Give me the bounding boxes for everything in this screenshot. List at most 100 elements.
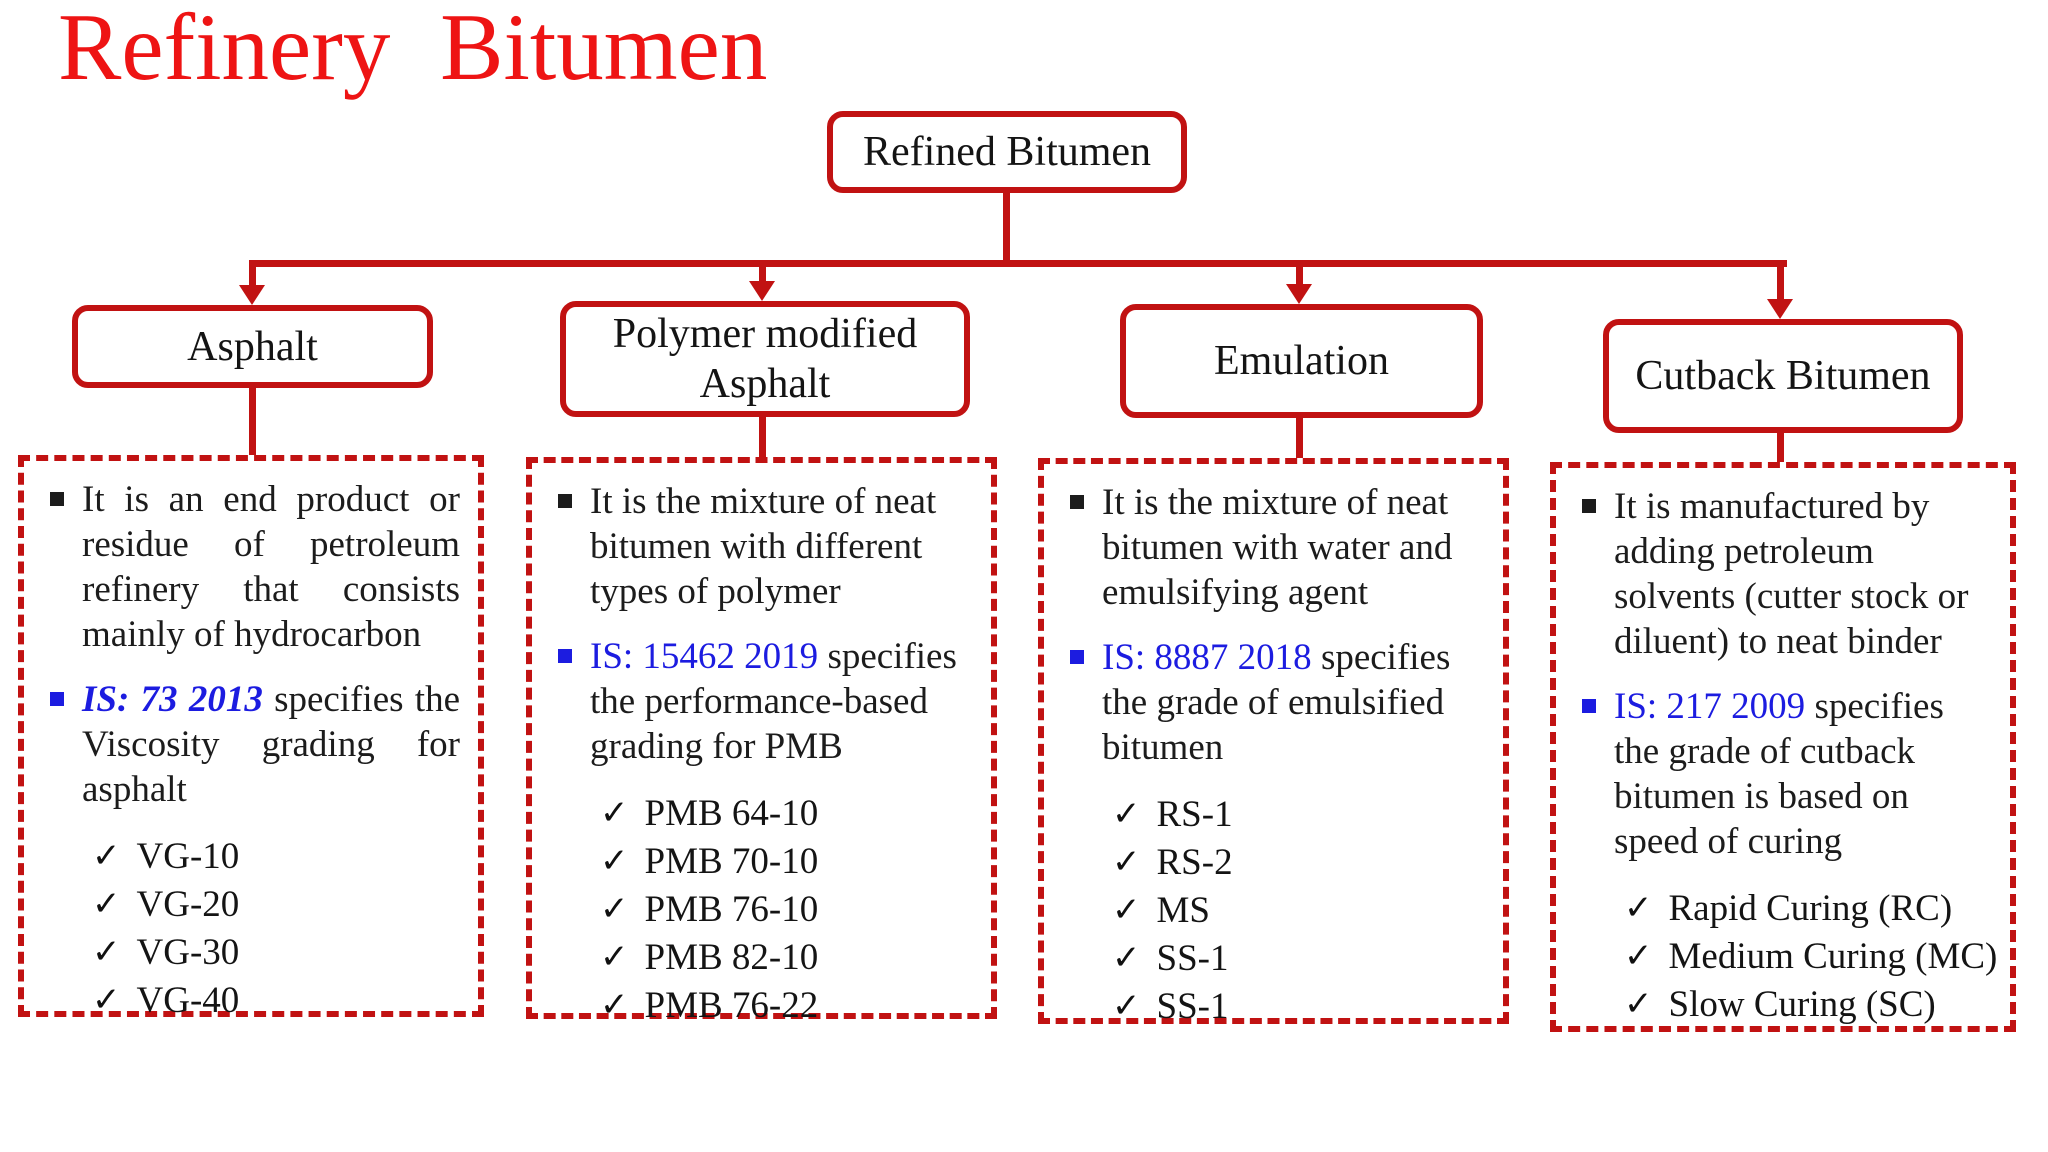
check-label: VG-10 — [136, 835, 240, 877]
checkmark-icon: ✓ — [1112, 793, 1141, 834]
text-line: speed of curing — [1614, 819, 1992, 864]
check-list-item: ✓RS-2 — [1112, 838, 1493, 886]
check-list-item: ✓VG-40 — [92, 976, 468, 1024]
text-line: the grade of emulsified — [1102, 680, 1485, 725]
text-line: IS: 8887 2018 specifies — [1102, 635, 1485, 680]
check-label: RS-2 — [1156, 841, 1233, 883]
text-line: adding petroleum — [1614, 529, 1992, 574]
connector-pmb-panel — [759, 415, 766, 467]
text-segment: refinery that consists — [82, 569, 460, 610]
bullet-square-icon — [1582, 499, 1596, 513]
text-segment: mainly of hydrocarbon — [82, 614, 422, 655]
check-label: PMB 70-10 — [644, 840, 819, 882]
check-list-item: ✓PMB 76-22 — [600, 981, 981, 1029]
connector-arrow-asphalt — [249, 267, 256, 289]
text-segment: residue of petroleum — [82, 524, 460, 565]
check-label: VG-30 — [136, 931, 240, 973]
text-line: It is the mixture of neat — [1102, 480, 1485, 525]
check-label: PMB 64-10 — [644, 792, 819, 834]
text-line: bitumen — [1102, 725, 1485, 770]
text-line: residue of petroleum — [82, 522, 460, 567]
bullet-square-icon — [1582, 699, 1596, 713]
checkmark-icon: ✓ — [1624, 983, 1653, 1024]
check-label: PMB 82-10 — [644, 936, 819, 978]
is-standard-reference: IS: 15462 2019 — [590, 636, 819, 677]
text-line: It is an end product or — [82, 477, 460, 522]
text-segment: speed of curing — [1614, 821, 1843, 862]
bullet-square-icon — [1070, 650, 1084, 664]
checkmark-icon: ✓ — [1112, 937, 1141, 978]
text-segment: bitumen is based on — [1614, 776, 1909, 817]
check-label: SS-1 — [1156, 985, 1229, 1027]
text-line: IS: 73 2013 specifies the — [82, 677, 460, 722]
text-segment: adding petroleum — [1614, 531, 1874, 572]
check-list-item: ✓ RS-1 — [1112, 790, 1493, 838]
text-line: Viscosity grading for — [82, 722, 460, 767]
connector-emulsion-panel — [1296, 416, 1303, 468]
checkmark-icon: ✓ — [600, 840, 629, 881]
checkmark-icon: ✓ — [1112, 889, 1141, 930]
text-segment: specifies — [818, 636, 957, 677]
check-list-item: ✓ VG-10 — [92, 832, 468, 880]
text-line: the grade of cutback — [1614, 729, 1992, 774]
connector-arrow-pmb — [759, 267, 766, 285]
text-segment: specifies — [1805, 686, 1944, 727]
text-segment: It is the mixture of neat — [1102, 482, 1449, 523]
text-segment: types of polymer — [590, 571, 841, 612]
check-list-item: ✓PMB 76-10 — [600, 885, 981, 933]
checkmark-icon: ✓ — [600, 984, 629, 1025]
text-line: solvents (cutter stock or — [1614, 574, 1992, 619]
text-segment: solvents (cutter stock or — [1614, 576, 1969, 617]
check-label: Rapid Curing (RC) — [1668, 887, 1953, 929]
is-standard-reference: IS: 217 2009 — [1614, 686, 1806, 727]
checkmark-icon: ✓ — [92, 835, 121, 876]
text-line: asphalt — [82, 767, 460, 812]
text-line: types of polymer — [590, 569, 973, 614]
bullet-square-icon — [50, 492, 64, 506]
text-line: bitumen with different — [590, 524, 973, 569]
text-line: bitumen is based on — [1614, 774, 1992, 819]
check-label: VG-40 — [136, 979, 240, 1021]
check-list-item: ✓PMB 82-10 — [600, 933, 981, 981]
text-segment: bitumen with water and — [1102, 527, 1453, 568]
text-segment: grading for PMB — [590, 726, 843, 767]
text-segment: diluent) to neat binder — [1614, 621, 1942, 662]
check-list-item: ✓VG-30 — [92, 928, 468, 976]
check-list-item: ✓VG-20 — [92, 880, 468, 928]
connector-horizontal-bar — [249, 260, 1787, 267]
bullet-square-icon — [50, 692, 64, 706]
check-label: PMB 76-10 — [644, 888, 819, 930]
checkmark-icon: ✓ — [1624, 935, 1653, 976]
text-line: grading for PMB — [590, 724, 973, 769]
text-segment: the grade of emulsified — [1102, 682, 1445, 723]
text-segment: It is the mixture of neat — [590, 481, 937, 522]
connector-cutback-panel — [1777, 431, 1784, 473]
check-label: RS-1 — [1156, 793, 1233, 835]
checkmark-icon: ✓ — [1624, 887, 1653, 928]
text-line: the performance-based — [590, 679, 973, 724]
text-segment: It is an end product or — [82, 479, 460, 520]
check-label: SS-1 — [1156, 937, 1229, 979]
text-line: refinery that consists — [82, 567, 460, 612]
node-cutback-bitumen: Cutback Bitumen — [1603, 319, 1963, 433]
connector-arrow-emulsion — [1296, 267, 1303, 286]
text-line: diluent) to neat binder — [1614, 619, 1992, 664]
checkmark-icon: ✓ — [92, 883, 121, 924]
text-segment: specifies the — [262, 679, 460, 720]
check-list-item: ✓ Rapid Curing (RC) — [1624, 884, 2000, 932]
check-list-item: ✓PMB 64-10 — [600, 789, 981, 837]
